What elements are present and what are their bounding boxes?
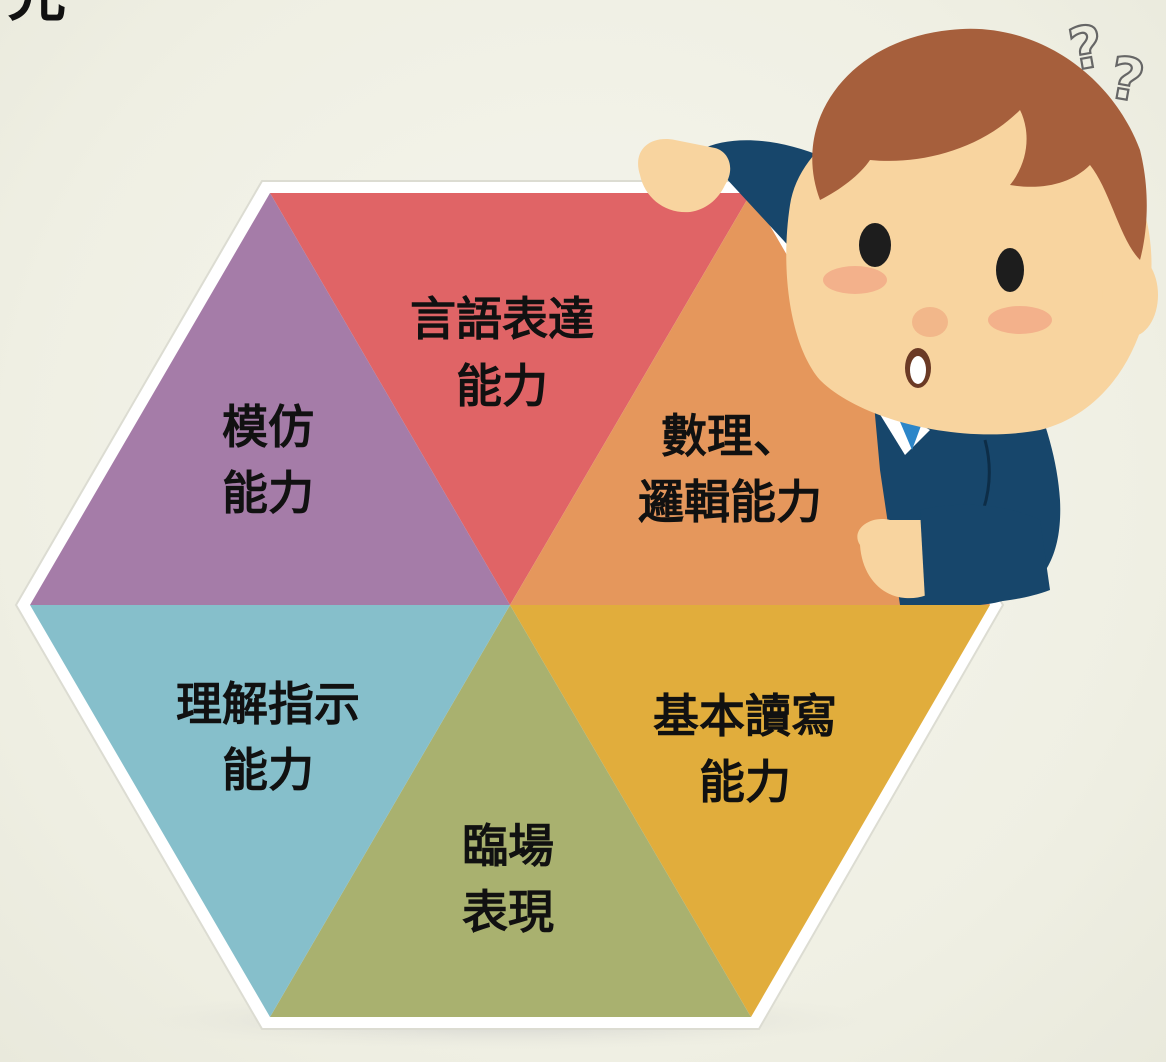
hair — [812, 28, 1147, 261]
segment-label-line: 能力 — [222, 743, 314, 797]
mouth-teeth — [910, 356, 926, 384]
segment-upper-left — [30, 193, 510, 605]
segment-label-lower-left: 理解指示能力 — [176, 677, 360, 797]
segment-upper-right — [510, 193, 990, 605]
confused-man-illustration: ? ? — [638, 10, 1158, 605]
segment-label-bottom: 臨場表現 — [462, 819, 554, 939]
left-eye — [859, 223, 891, 267]
segment-label-line: 基本讀寫 — [653, 689, 837, 743]
segment-label-line: 能力 — [699, 755, 791, 809]
ear — [1102, 253, 1158, 337]
segment-label-line: 數理、 — [661, 409, 799, 463]
segment-label-upper-left: 模仿能力 — [222, 400, 314, 520]
hand-on-hexagon — [638, 139, 731, 213]
right-eye — [996, 248, 1024, 292]
segment-lower-left — [30, 605, 510, 1017]
segment-label-top: 言語表達能力 — [410, 292, 594, 413]
nose — [912, 307, 948, 337]
segment-lower-right — [510, 605, 990, 1017]
left-cheek — [823, 266, 887, 294]
question-mark: ? — [1104, 43, 1149, 116]
segment-label-line: 理解指示 — [176, 677, 360, 731]
sleeve — [920, 504, 1050, 603]
segment-label-line: 臨場 — [462, 819, 554, 873]
segment-label-line: 能力 — [456, 359, 548, 413]
segment-bottom — [270, 605, 751, 1017]
segment-label-line: 能力 — [222, 466, 314, 520]
heading-fragment: 光 — [8, 0, 66, 24]
segment-label-line: 表現 — [462, 885, 554, 939]
segment-label-lower-right: 基本讀寫能力 — [653, 689, 837, 809]
right-cheek — [988, 306, 1052, 334]
segment-label-upper-right: 數理、邏輯能力 — [638, 409, 822, 529]
segment-label-line: 言語表達 — [410, 292, 594, 346]
segment-top — [270, 193, 751, 605]
segment-label-line: 邏輯能力 — [638, 475, 822, 529]
segment-label-line: 模仿 — [222, 400, 314, 454]
